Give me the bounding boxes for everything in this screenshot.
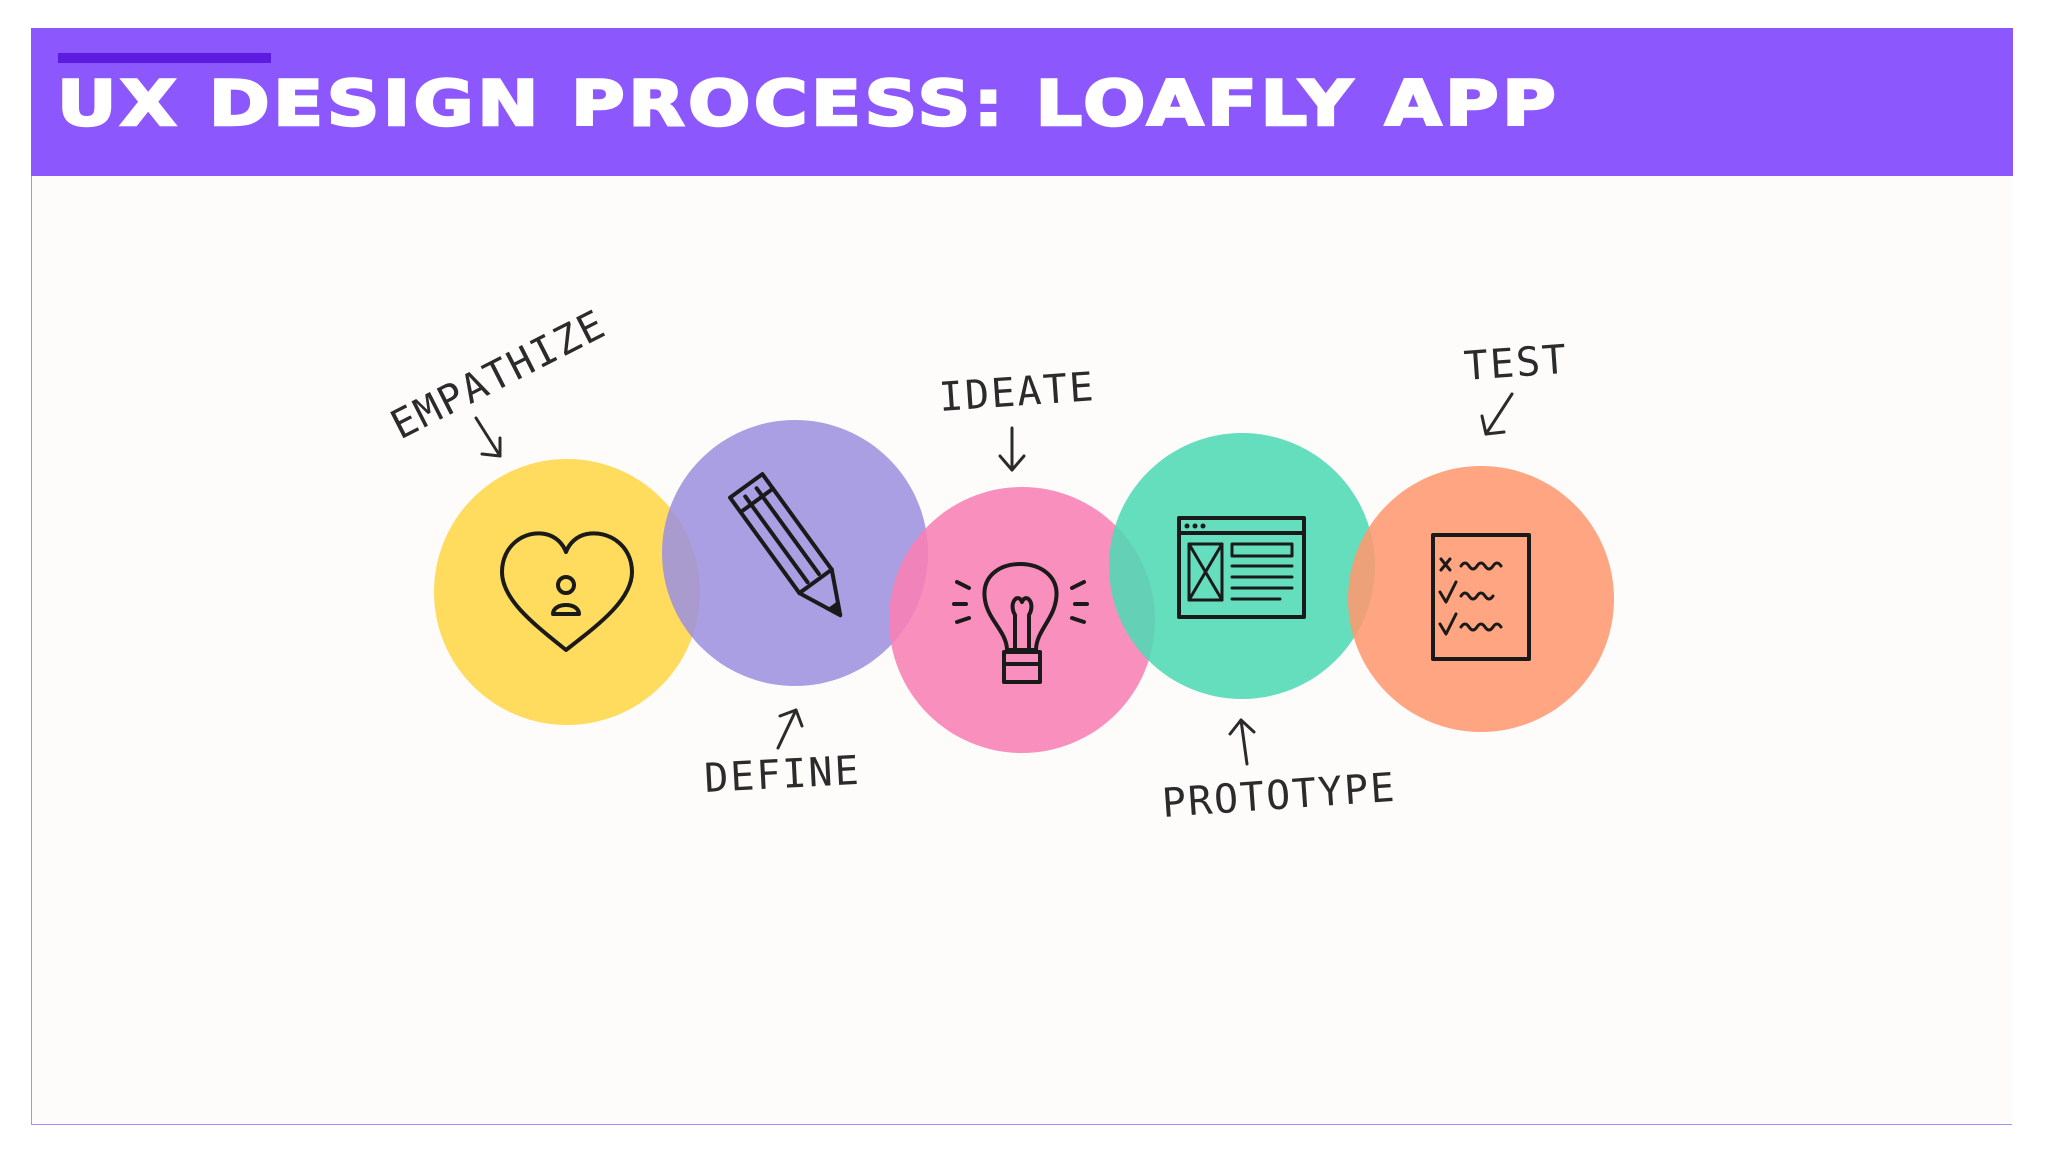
define-label: DEFINE <box>703 748 862 802</box>
pencil-icon <box>728 472 843 618</box>
checklist-icon <box>1431 533 1531 661</box>
ideate-arrow <box>998 426 1026 472</box>
prototype-label: PROTOTYPE <box>1160 765 1397 827</box>
test-circle <box>1348 466 1614 732</box>
test-label: TEST <box>1462 337 1569 390</box>
wireframe-icon <box>1177 516 1306 619</box>
define-circle <box>662 420 928 686</box>
header-bar <box>31 28 2013 176</box>
ideate-label: IDEATE <box>937 364 1096 421</box>
prototype-arrow <box>1228 718 1256 766</box>
page-title: UX DESIGN PROCESS: LOAFLY APP <box>56 66 1560 142</box>
heart-person-icon <box>500 531 634 652</box>
define-arrow <box>776 708 804 750</box>
header-accent-line <box>58 53 271 63</box>
empathize-label: EMPATHIZE <box>384 301 614 449</box>
ideate-circle <box>889 487 1155 753</box>
empathize-arrow <box>474 416 502 458</box>
lightbulb-icon <box>952 562 1089 684</box>
test-arrow <box>1480 392 1514 436</box>
